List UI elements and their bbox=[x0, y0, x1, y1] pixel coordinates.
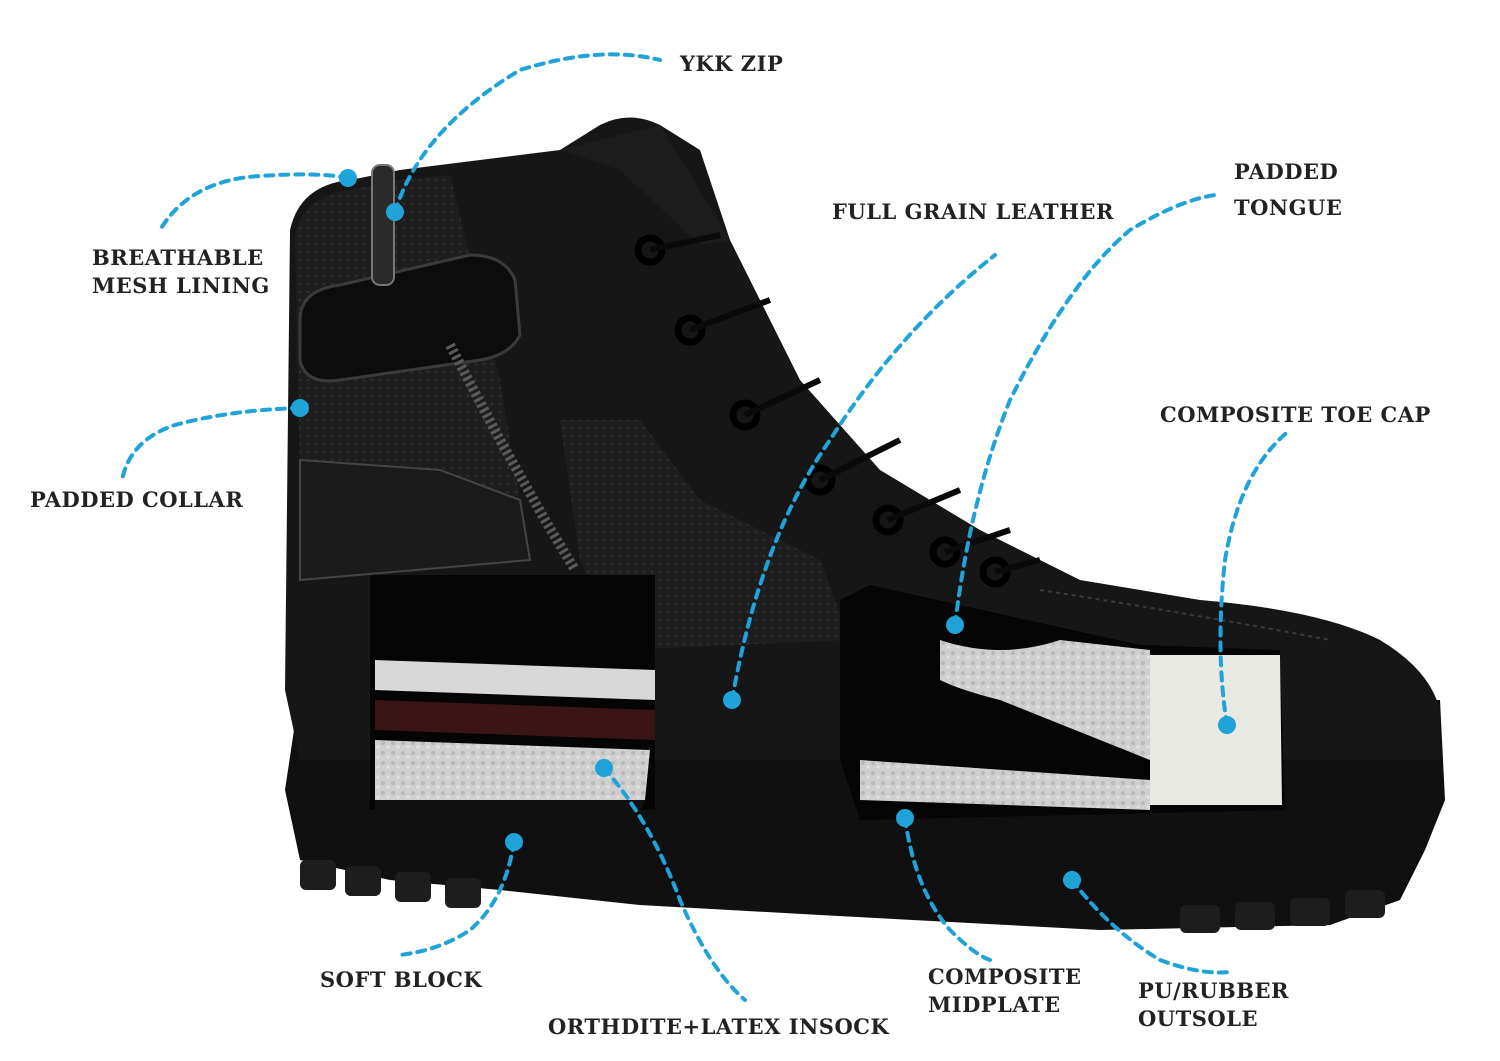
label-insock-text: ORTHDITE+LATEX INSOCK bbox=[548, 1014, 890, 1039]
leader-ykk-zip bbox=[393, 52, 662, 214]
label-breathable-mesh-lining: BREATHABLE MESH LINING bbox=[92, 244, 270, 300]
dot-outsole bbox=[1063, 871, 1081, 889]
dot-tongue bbox=[946, 616, 964, 634]
dot-insock bbox=[595, 759, 613, 777]
toe-stitching bbox=[1039, 589, 1331, 641]
label-ykk-zip: YKK ZIP bbox=[680, 50, 783, 78]
label-composite-toe-cap: COMPOSITE TOE CAP bbox=[1160, 401, 1431, 429]
dot-breathable bbox=[339, 169, 357, 187]
label-soft-block-text: SOFT BLOCK bbox=[320, 967, 483, 992]
leader-breathable bbox=[158, 172, 350, 232]
eyelets bbox=[634, 234, 1011, 588]
dot-soft-block bbox=[505, 833, 523, 851]
toe-cap-layer bbox=[1150, 655, 1282, 805]
zip-puller bbox=[371, 164, 395, 286]
tread-lugs bbox=[300, 860, 1385, 933]
leader-toe-cap bbox=[1218, 428, 1292, 727]
label-midplate-line1: COMPOSITE bbox=[928, 964, 1082, 989]
heel-counter bbox=[299, 458, 532, 582]
label-pu-rubber-outsole: PU/RUBBER OUTSOLE bbox=[1138, 977, 1289, 1033]
leader-tongue bbox=[953, 193, 1217, 627]
cutaway-forefoot bbox=[840, 585, 1285, 820]
leader-soft-block bbox=[398, 840, 516, 957]
label-composite-midplate: COMPOSITE MIDPLATE bbox=[928, 963, 1081, 1019]
label-full-grain-leather: FULL GRAIN LEATHER bbox=[832, 198, 1114, 226]
boot-illustration bbox=[285, 117, 1445, 933]
laces bbox=[649, 232, 1041, 575]
dot-toe-cap bbox=[1218, 716, 1236, 734]
label-outsole-line1: PU/RUBBER bbox=[1138, 978, 1289, 1003]
leader-insock bbox=[602, 766, 747, 1002]
leader-full-grain bbox=[730, 253, 997, 702]
zip-track bbox=[445, 342, 580, 573]
label-tongue-line1: PADDED bbox=[1234, 159, 1339, 184]
label-padded-tongue: PADDED TONGUE bbox=[1234, 154, 1342, 226]
collar-strap bbox=[298, 253, 522, 383]
dot-full-grain bbox=[723, 691, 741, 709]
leader-padded-collar bbox=[120, 406, 302, 482]
leader-lines bbox=[120, 52, 1292, 1002]
label-outsole-line2: OUTSOLE bbox=[1138, 1006, 1258, 1031]
callout-dots bbox=[291, 169, 1236, 889]
label-ykk-zip-text: YKK ZIP bbox=[680, 51, 784, 76]
tongue bbox=[560, 125, 730, 245]
label-tongue-line2: TONGUE bbox=[1234, 195, 1343, 220]
leader-outsole bbox=[1070, 878, 1232, 975]
label-midplate-line2: MIDPLATE bbox=[928, 992, 1061, 1017]
label-breathable-line2: MESH LINING bbox=[92, 273, 270, 298]
label-soft-block: SOFT BLOCK bbox=[320, 966, 482, 994]
cutaway-heel bbox=[370, 575, 655, 812]
label-breathable-line1: BREATHABLE bbox=[92, 245, 264, 270]
dot-padded-collar bbox=[291, 399, 309, 417]
leader-midplate bbox=[903, 816, 992, 962]
dot-ykk-zip bbox=[386, 203, 404, 221]
label-toe-cap-text: COMPOSITE TOE CAP bbox=[1160, 402, 1431, 427]
label-padded-collar: PADDED COLLAR bbox=[30, 486, 243, 514]
label-padded-collar-text: PADDED COLLAR bbox=[30, 487, 244, 512]
label-insock: ORTHDITE+LATEX INSOCK bbox=[548, 1013, 889, 1041]
label-full-grain-text: FULL GRAIN LEATHER bbox=[832, 199, 1114, 224]
dot-midplate bbox=[896, 809, 914, 827]
